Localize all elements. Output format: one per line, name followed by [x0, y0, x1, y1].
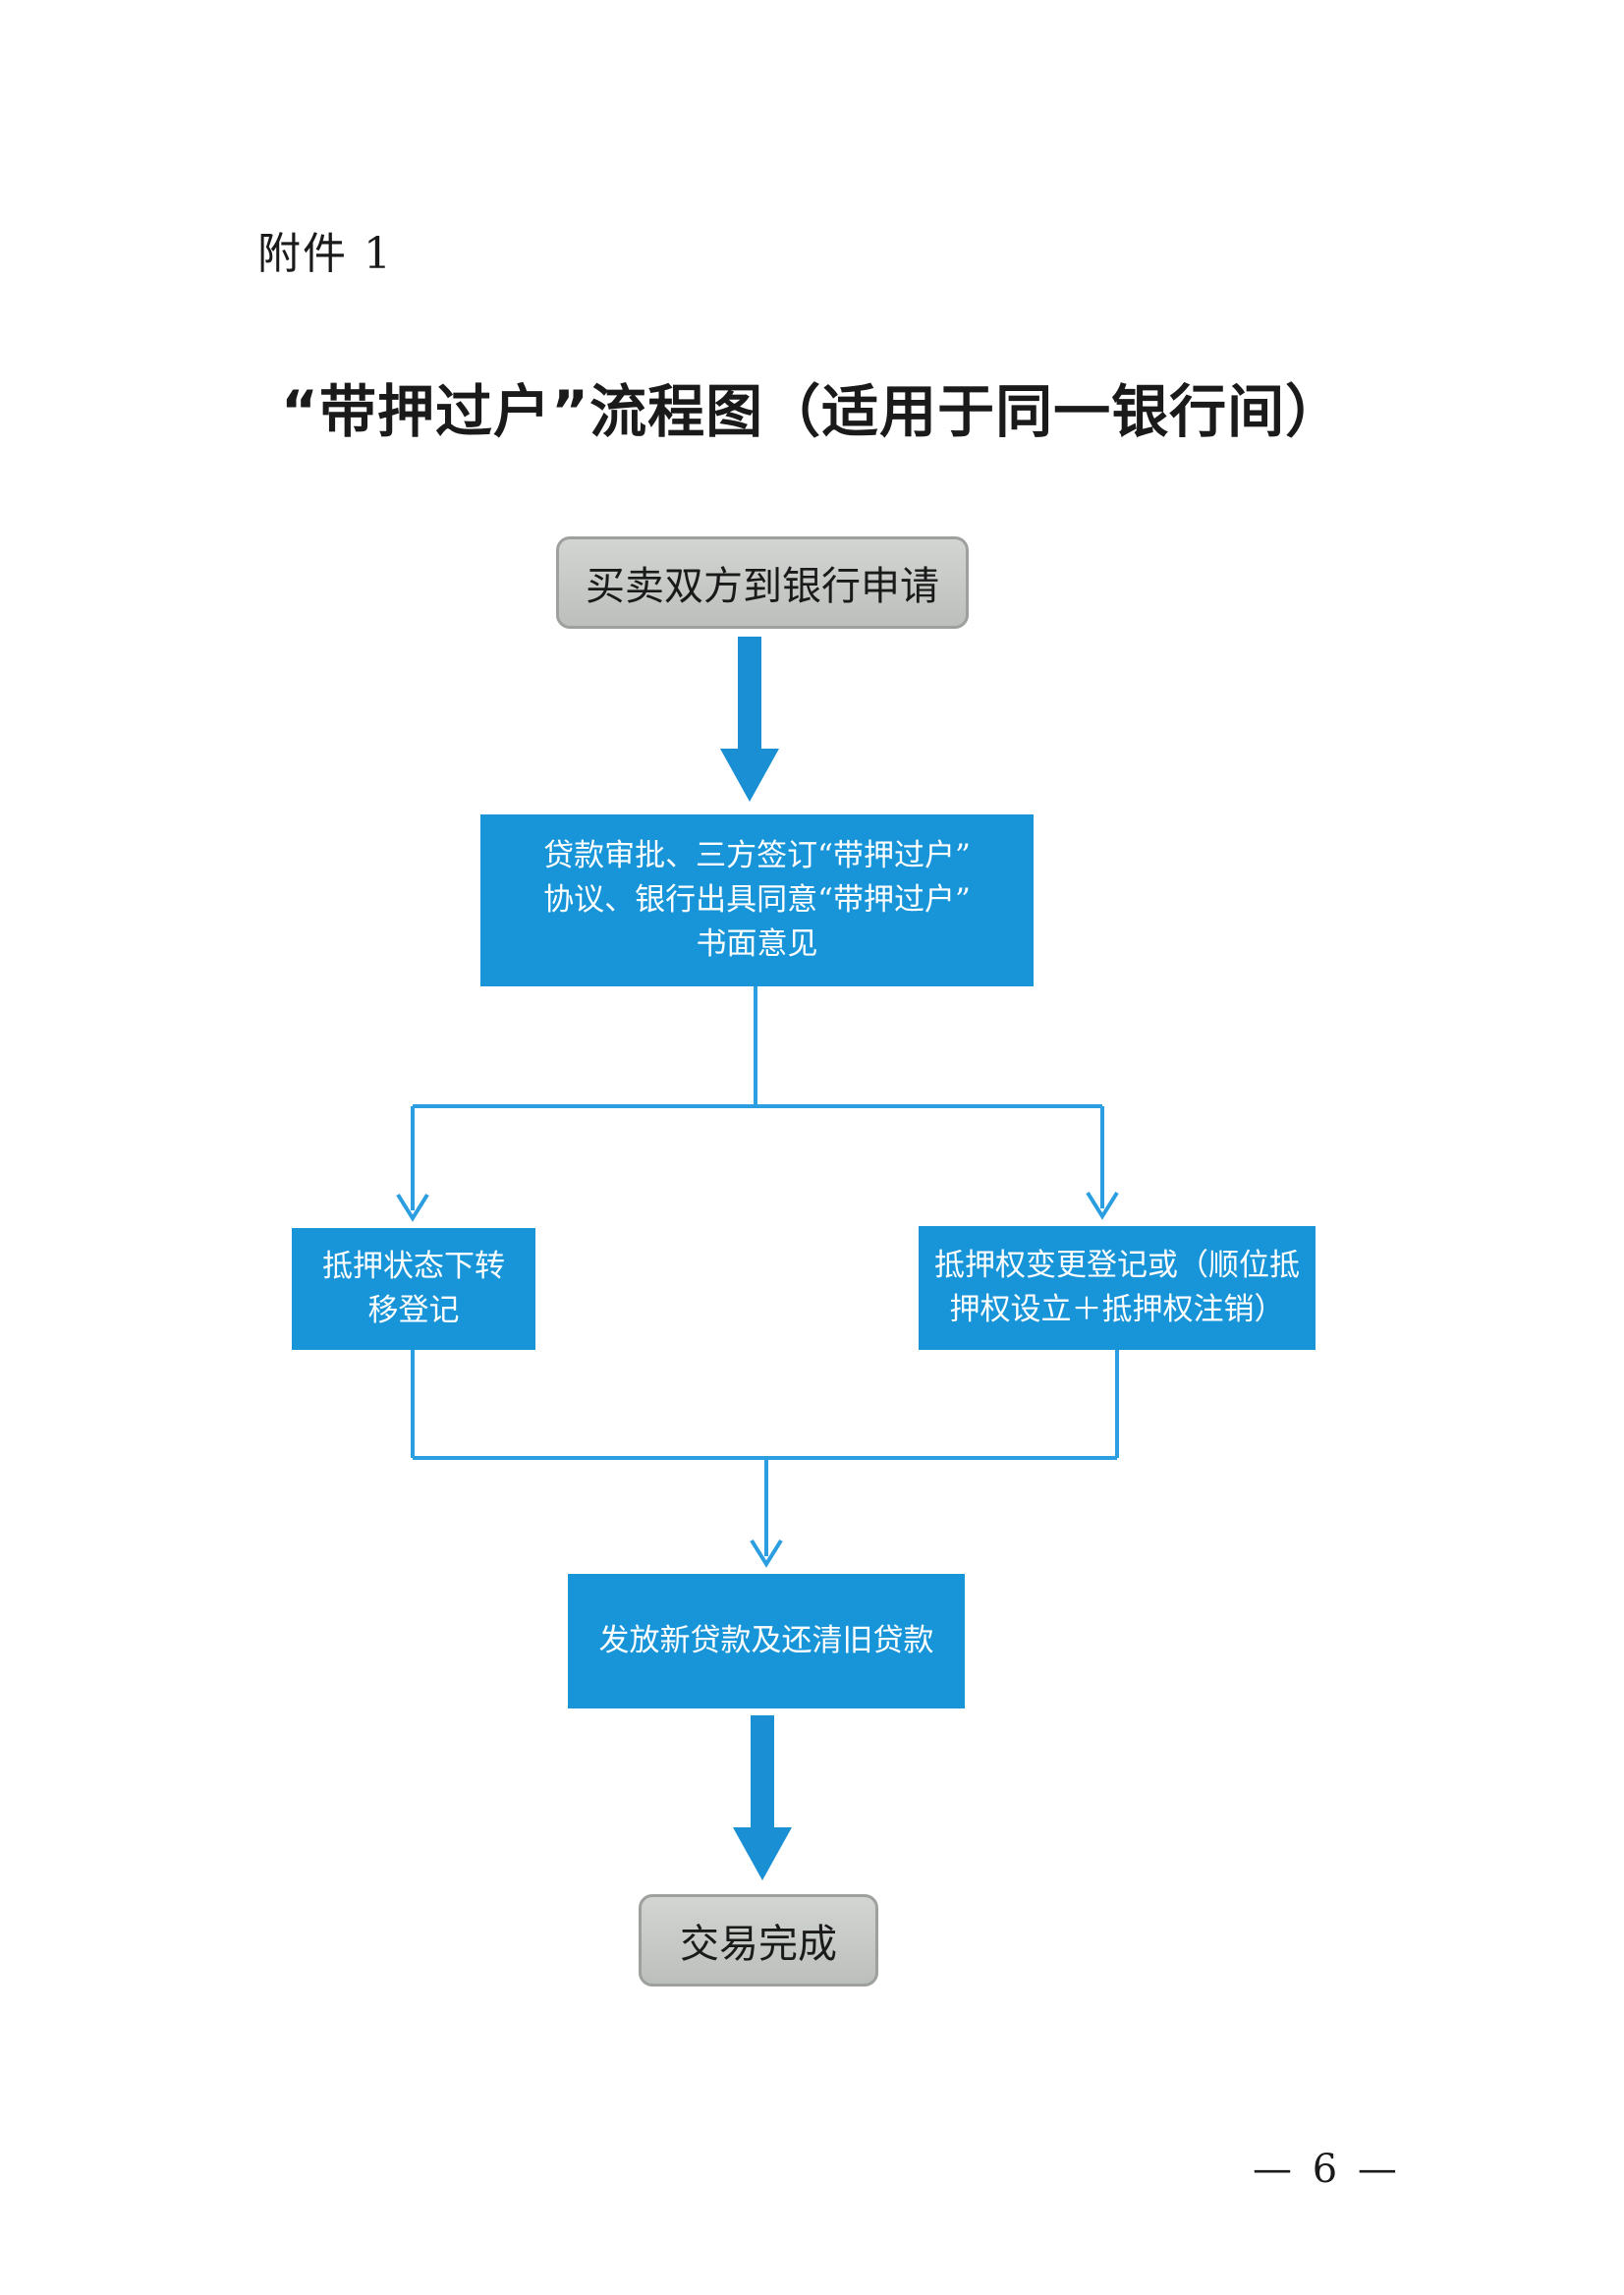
- node-end-text: 交易完成: [680, 1922, 837, 1967]
- arrow-loan-to-end-head: [733, 1827, 792, 1880]
- attachment-label: 附件 1: [257, 229, 393, 279]
- merge-to-loan-arrowhead: [750, 1539, 783, 1568]
- flowchart-title: “带押过户”流程图（适用于同一银行间）: [280, 378, 1344, 445]
- page-number: — 6 —: [1253, 2147, 1401, 2192]
- node-transfer-registration-line-2: 移登记: [367, 1293, 460, 1328]
- left-branch-arrowhead: [396, 1193, 429, 1222]
- node-end: 交易完成: [639, 1894, 878, 1987]
- node-change-registration-line-2: 押权设立＋抵押权注销）: [949, 1292, 1285, 1327]
- arrow-start-to-approval-head: [720, 749, 779, 802]
- arrow-start-to-approval-shaft: [738, 637, 761, 753]
- node-change-registration: 抵押权变更登记或（顺位抵 押权设立＋抵押权注销）: [919, 1226, 1316, 1350]
- node-transfer-registration-line-1: 抵押状态下转: [322, 1249, 505, 1284]
- node-approval-line-1: 贷款审批、三方签订“带押过户”: [543, 838, 971, 873]
- arrow-loan-to-end-shaft: [751, 1715, 774, 1831]
- node-loan-release-text: 发放新贷款及还清旧贷款: [598, 1623, 934, 1658]
- node-loan-release: 发放新贷款及还清旧贷款: [568, 1574, 965, 1708]
- node-change-registration-line-1: 抵押权变更登记或（顺位抵: [934, 1248, 1300, 1283]
- right-branch-arrowhead: [1086, 1191, 1119, 1220]
- node-start-text: 买卖双方到银行申请: [586, 564, 939, 609]
- node-start: 买卖双方到银行申请: [556, 536, 969, 629]
- node-approval-line-3: 书面意见: [696, 926, 818, 962]
- node-approval: 贷款审批、三方签订“带押过户” 协议、银行出具同意“带押过户” 书面意见: [480, 814, 1034, 986]
- node-approval-line-2: 协议、银行出具同意“带押过户”: [543, 882, 971, 918]
- node-transfer-registration: 抵押状态下转 移登记: [292, 1228, 535, 1350]
